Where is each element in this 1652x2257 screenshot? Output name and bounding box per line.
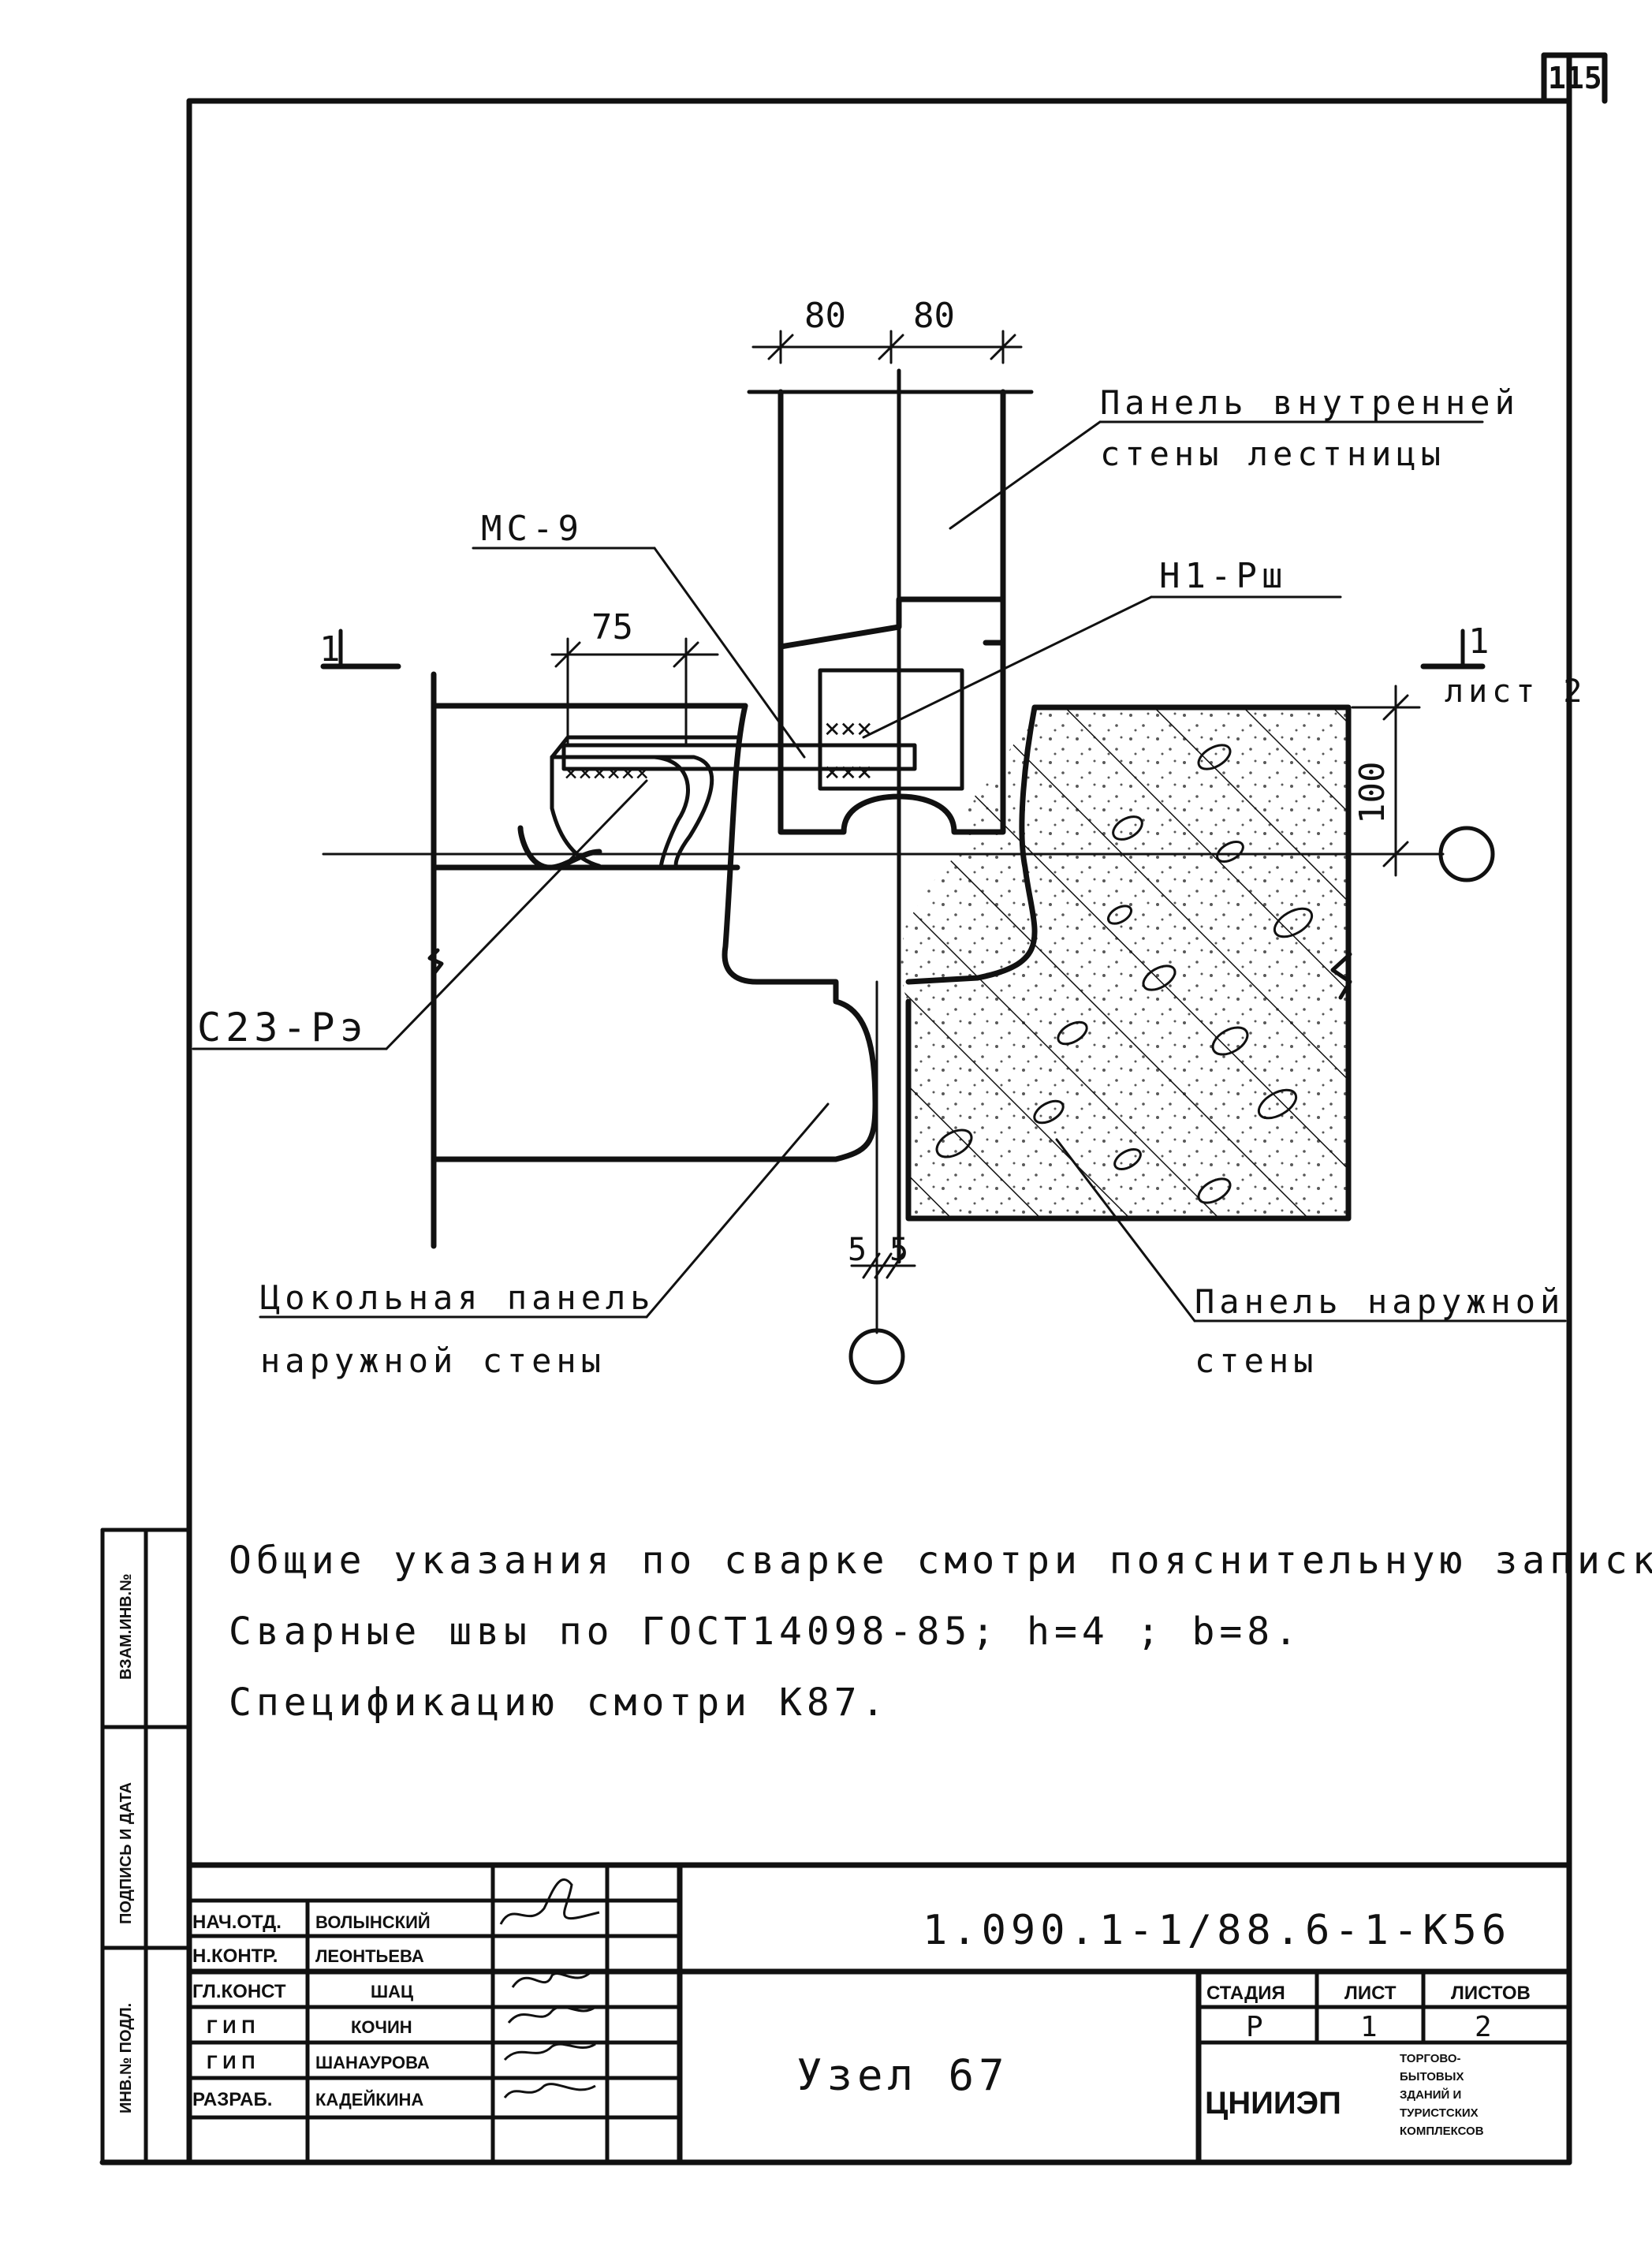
dim-gap-left: 5 xyxy=(848,1232,867,1268)
org-desc-2: ЗДАНИЙ И xyxy=(1400,2087,1461,2102)
label-plinth-line1: Цокольная панель xyxy=(260,1278,655,1317)
side-stamp-signature-date: ПОДПИСЬ И ДАТА xyxy=(117,1782,135,1924)
role-2: ГЛ.КОНСТ xyxy=(192,1981,286,2002)
name-3: КОЧИН xyxy=(351,2017,412,2037)
dim-embed-length: 75 xyxy=(591,607,633,647)
role-4: Г И П xyxy=(207,2052,255,2073)
signatures xyxy=(499,1878,600,2098)
role-5: РАЗРАБ. xyxy=(192,2089,272,2110)
sheet-value: 1 xyxy=(1360,2011,1382,2043)
drawing-code: 1.090.1-1/88.6-1-К56 xyxy=(923,1907,1511,1954)
stage-header: СТАДИЯ xyxy=(1206,1983,1285,2004)
label-section-right: 1 xyxy=(1468,621,1494,662)
sheet-header: ЛИСТ xyxy=(1344,1983,1397,2004)
dim-height: 100 xyxy=(1352,762,1393,824)
sheets-value: 2 xyxy=(1475,2011,1497,2043)
title-block-grid xyxy=(186,1862,1572,2166)
note-line-1: Общие указания по сварке смотри поясните… xyxy=(229,1539,1652,1583)
org-desc-4: КОМПЛЕКСОВ xyxy=(1400,2125,1484,2138)
stage-value: Р xyxy=(1246,2011,1268,2043)
page-number: 115 xyxy=(1548,61,1602,95)
label-plinth-line2: наружной стены xyxy=(260,1341,606,1380)
drawing-title: Узел 67 xyxy=(796,2050,1009,2100)
dim-top-left: 80 xyxy=(804,296,846,336)
name-1: ЛЕОНТЬЕВА xyxy=(315,1946,424,1966)
org-desc-1: БЫТОВЫХ xyxy=(1400,2070,1464,2084)
sheets-header: ЛИСТОВ xyxy=(1451,1983,1531,2004)
org-name: ЦНИИЭП xyxy=(1205,2086,1341,2121)
note-line-3: Спецификацию смотри К87. xyxy=(229,1681,889,1725)
dimensions xyxy=(550,330,1421,1279)
inner-wall-panel: ××× ××× xyxy=(747,368,1034,1264)
label-section-sheet: лист 2 xyxy=(1445,673,1587,710)
label-inner-panel-line1: Панель внутренней xyxy=(1100,383,1520,422)
weld-marks-upper: ××× xyxy=(824,713,872,744)
weld-marks-plate: ×××××× xyxy=(564,759,649,787)
dim-gap-right: 5 xyxy=(889,1232,908,1268)
role-1: Н.КОНТР. xyxy=(192,1945,278,1967)
weld-marks-lower: ××× xyxy=(824,756,872,788)
label-inner-panel-line2: стены лестницы xyxy=(1100,435,1445,473)
side-stamp xyxy=(100,1528,192,2165)
side-stamp-inventory: ИНВ.№ ПОДЛ. xyxy=(117,2003,135,2113)
leaders xyxy=(192,420,1567,1322)
outer-wall-panel xyxy=(901,704,1352,1222)
org-desc-3: ТУРИСТСКИХ xyxy=(1400,2106,1479,2120)
name-2: ШАЦ xyxy=(371,1982,413,2001)
sheet-frame xyxy=(99,52,1608,2166)
org-desc-0: ТОРГОВО- xyxy=(1400,2052,1461,2065)
name-0: ВОЛЫНСКИЙ xyxy=(315,1912,431,1932)
label-outer-line1: Панель наружной xyxy=(1195,1282,1564,1321)
name-5: КАДЕЙКИНА xyxy=(315,2090,423,2110)
label-outer-line2: стены xyxy=(1195,1341,1318,1380)
name-4: ШАНАУРОВА xyxy=(315,2053,430,2072)
plinth-panel: ××× ××× xyxy=(427,671,917,1249)
dim-top-right: 80 xyxy=(913,296,955,336)
label-mc9: МС-9 xyxy=(481,509,584,549)
side-stamp-vzam: ВЗАМ.ИНВ.№ xyxy=(117,1574,135,1680)
label-c23: С23-Рэ xyxy=(197,1005,368,1050)
note-line-2: Сварные швы по ГОСТ14098-85; h=4 ; b=8. xyxy=(229,1610,1302,1654)
label-section-left: 1 xyxy=(319,629,345,670)
label-h1: Н1-Рш xyxy=(1159,556,1287,596)
role-3: Г И П xyxy=(207,2016,255,2038)
role-0: НАЧ.ОТД. xyxy=(192,1912,282,1933)
